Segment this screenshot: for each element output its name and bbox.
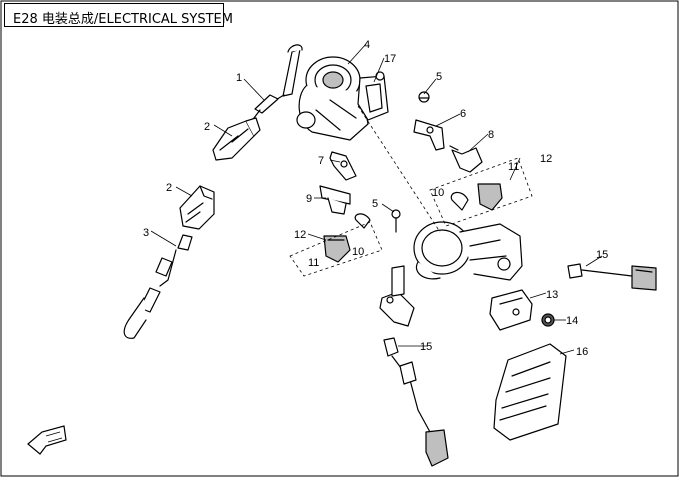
- bolt-5-top: [418, 91, 430, 103]
- callout-4: 4: [364, 39, 370, 51]
- callout-11-right: 11: [508, 161, 519, 173]
- group-outlines: [289, 105, 533, 277]
- callout-5-center: 5: [372, 198, 378, 210]
- callout-11-left: 11: [308, 257, 319, 269]
- injector-11-left: [323, 235, 351, 263]
- callout-2-upper: 2: [204, 121, 210, 133]
- leader-lines: [150, 43, 603, 355]
- callout-9: 9: [306, 193, 312, 205]
- bracket-7: [329, 151, 357, 181]
- sensor-15-bottom: [383, 337, 449, 467]
- ecu-16: [493, 343, 567, 441]
- callout-12-right: 12: [540, 153, 552, 165]
- sensor-13: [489, 289, 533, 331]
- callout-1: 1: [236, 72, 242, 84]
- bracket-6: [413, 119, 445, 151]
- callout-12-left: 12: [294, 229, 306, 241]
- callout-14: 14: [566, 315, 578, 327]
- callout-15-bottom: 15: [420, 341, 432, 353]
- callout-13: 13: [546, 289, 558, 301]
- callout-5-top: 5: [436, 71, 442, 83]
- callout-15-right: 15: [596, 249, 608, 261]
- title-box: E28 电装总成/ELECTRICAL SYSTEM: [4, 3, 233, 27]
- callout-8: 8: [488, 129, 494, 141]
- connector-2-upper: [212, 117, 261, 161]
- callout-6: 6: [460, 108, 466, 120]
- nut-14: [541, 313, 555, 327]
- intake-manifold: [413, 221, 523, 281]
- callout-3: 3: [143, 227, 149, 239]
- callout-labels: 1 2 2 3 4 17 5 6 7 8 12 11 9 10 10 5 12 …: [143, 39, 608, 358]
- callout-7: 7: [318, 155, 324, 167]
- callout-17: 17: [384, 53, 396, 65]
- bolt-5-center: [391, 209, 401, 233]
- injector-9: [319, 185, 351, 215]
- callout-10-right: 10: [432, 187, 444, 199]
- connector-2-lower: [179, 185, 215, 230]
- callout-2-lower: 2: [166, 182, 172, 194]
- front-direction-arrow-icon: [27, 425, 67, 455]
- bracket-lower: [379, 265, 415, 327]
- harness-upper: [249, 44, 303, 122]
- harness-lower: [123, 234, 193, 339]
- injector-11-right: [477, 183, 503, 211]
- throttle-body: [296, 56, 369, 141]
- callout-10-left: 10: [352, 246, 364, 258]
- callout-16: 16: [576, 346, 588, 358]
- sensor-15-right: [567, 263, 657, 291]
- throttle-sensor-17: [357, 71, 389, 121]
- sensor-8: [449, 145, 483, 173]
- clip-10-right: [450, 191, 469, 211]
- clip-10-left: [354, 213, 371, 229]
- page-title: E28 电装总成/ELECTRICAL SYSTEM: [13, 12, 233, 27]
